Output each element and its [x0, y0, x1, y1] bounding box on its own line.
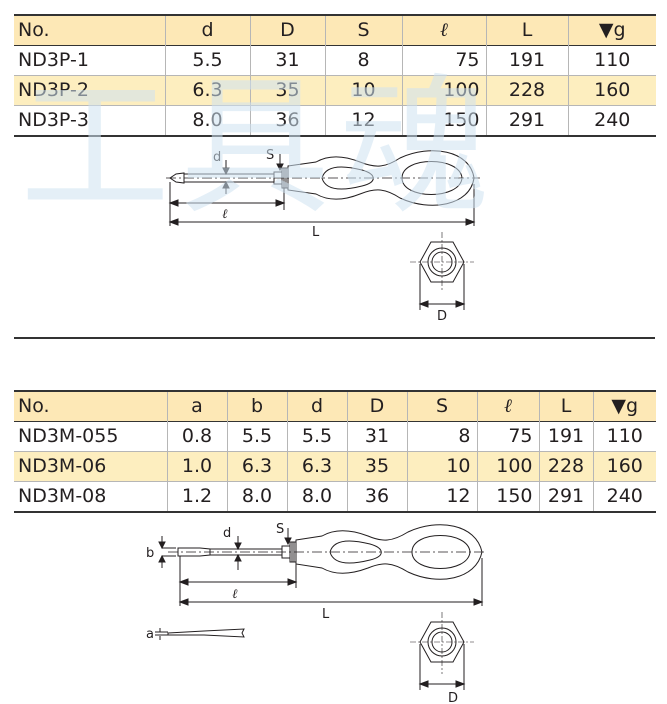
- handle-outline: [287, 150, 475, 206]
- cell-L: 291: [539, 481, 594, 512]
- screwdriver-drawing-phillips: d S ℓ L D: [166, 148, 480, 324]
- col-header-a: a: [167, 391, 228, 422]
- table-row: ND3M-055 0.8 5.5 5.5 31 8 75 191 110: [14, 421, 656, 452]
- cell-d: 5.5: [287, 421, 348, 452]
- cell-l: 100: [477, 451, 540, 482]
- cell-a: 0.8: [167, 421, 228, 452]
- cell-a: 1.0: [167, 451, 228, 482]
- cell-l: 75: [477, 421, 540, 452]
- cell-model: ND3M-08: [14, 481, 168, 512]
- cell-model: ND3M-055: [14, 421, 168, 452]
- cell-d: 6.3: [287, 451, 348, 482]
- cell-d: 8.0: [165, 105, 251, 136]
- cell-s: 12: [407, 481, 478, 512]
- dimension-label-s: S: [276, 522, 284, 537]
- cell-D: 36: [250, 105, 326, 136]
- col-header-d: d: [287, 391, 348, 422]
- handle-grip-rear: [401, 161, 463, 195]
- dimension-label-D: D: [448, 691, 458, 704]
- cell-d: 6.3: [165, 75, 251, 106]
- cell-weight: 160: [594, 79, 631, 101]
- col-header-l: ℓ: [402, 15, 487, 46]
- cell-l: 150: [402, 105, 487, 136]
- cell-s: 12: [325, 105, 403, 136]
- col-header-L: L: [539, 391, 594, 422]
- dimension-label-L: L: [322, 607, 330, 622]
- dimension-label-d: d: [223, 526, 231, 541]
- cell-weight: 110: [606, 425, 643, 447]
- cell-d: 5.5: [165, 45, 251, 76]
- cell-s: 8: [325, 45, 403, 76]
- col-header-d: d: [165, 15, 251, 46]
- cell-a: 1.2: [167, 481, 228, 512]
- cell-D: 31: [250, 45, 326, 76]
- col-header-l: ℓ: [477, 391, 540, 422]
- spec-table-slotted: No. a b d D S ℓ L ▼g ND3M-055 0.8 5.5 5.…: [14, 390, 656, 513]
- handle-grip-rear: [411, 535, 471, 569]
- dimension-label-D: D: [437, 309, 447, 324]
- cell-l: 150: [477, 481, 540, 512]
- col-header-D: D: [347, 391, 408, 422]
- col-header-D: D: [250, 15, 326, 46]
- cell-model: ND3P-2: [14, 75, 166, 106]
- col-header-weight: ▼g: [611, 395, 639, 417]
- col-header-b: b: [227, 391, 288, 422]
- cell-s: 8: [407, 421, 478, 452]
- section-divider: [14, 337, 655, 339]
- cell-d: 8.0: [287, 481, 348, 512]
- cell-L: 228: [486, 75, 569, 106]
- handle-grip-front: [329, 540, 382, 564]
- cell-D: 36: [347, 481, 408, 512]
- cell-L: 191: [539, 421, 594, 452]
- table-row: ND3M-08 1.2 8.0 8.0 36 12 150 291 240: [14, 481, 656, 512]
- cell-b: 5.5: [227, 421, 288, 452]
- handle-grip-front: [321, 166, 374, 190]
- dimension-label-l: ℓ: [232, 587, 238, 602]
- dimension-label-a: a: [146, 627, 154, 642]
- cell-b: 8.0: [227, 481, 288, 512]
- col-header-s: S: [407, 391, 478, 422]
- cell-weight: 240: [606, 485, 643, 507]
- handle-outline: [295, 524, 483, 580]
- cell-weight: 160: [606, 455, 643, 477]
- cell-D: 31: [347, 421, 408, 452]
- cell-model: ND3P-1: [14, 45, 166, 76]
- dimension-label-s: S: [266, 148, 274, 163]
- dimension-label-b: b: [146, 546, 154, 561]
- cell-model: ND3M-06: [14, 451, 168, 482]
- cell-l: 100: [402, 75, 487, 106]
- col-header-weight: ▼g: [598, 19, 626, 41]
- col-header-s: S: [325, 15, 403, 46]
- table-row: ND3P-2 6.3 35 10 100 228 160: [14, 75, 656, 106]
- table-row: ND3P-3 8.0 36 12 150 291 240: [14, 105, 656, 136]
- cell-weight: 240: [594, 109, 631, 131]
- table-header-row: No. d D S ℓ L ▼g: [14, 15, 656, 46]
- cell-L: 228: [539, 451, 594, 482]
- tip-side-view: [167, 628, 245, 638]
- table-row: ND3M-06 1.0 6.3 6.3 35 10 100 228 160: [14, 451, 656, 482]
- cell-weight: 110: [594, 49, 631, 71]
- dimension-label-d: d: [213, 150, 221, 165]
- dimension-label-L: L: [312, 225, 320, 240]
- cell-b: 6.3: [227, 451, 288, 482]
- cell-D: 35: [250, 75, 326, 106]
- dimension-label-l: ℓ: [222, 207, 228, 222]
- cell-s: 10: [407, 451, 478, 482]
- cell-l: 75: [402, 45, 487, 76]
- cell-model: ND3P-3: [14, 105, 166, 136]
- col-header-no: No.: [14, 391, 168, 422]
- screwdriver-drawing-slotted: b d S ℓ L a D: [146, 522, 486, 704]
- cell-D: 35: [347, 451, 408, 482]
- table-header-row: No. a b d D S ℓ L ▼g: [14, 391, 656, 422]
- col-header-no: No.: [14, 15, 166, 46]
- spec-table-phillips: No. d D S ℓ L ▼g ND3P-1 5.5 31 8 75 191 …: [14, 14, 656, 137]
- table-row: ND3P-1 5.5 31 8 75 191 110: [14, 45, 656, 76]
- col-header-L: L: [486, 15, 569, 46]
- cell-s: 10: [325, 75, 403, 106]
- cell-L: 191: [486, 45, 569, 76]
- cell-L: 291: [486, 105, 569, 136]
